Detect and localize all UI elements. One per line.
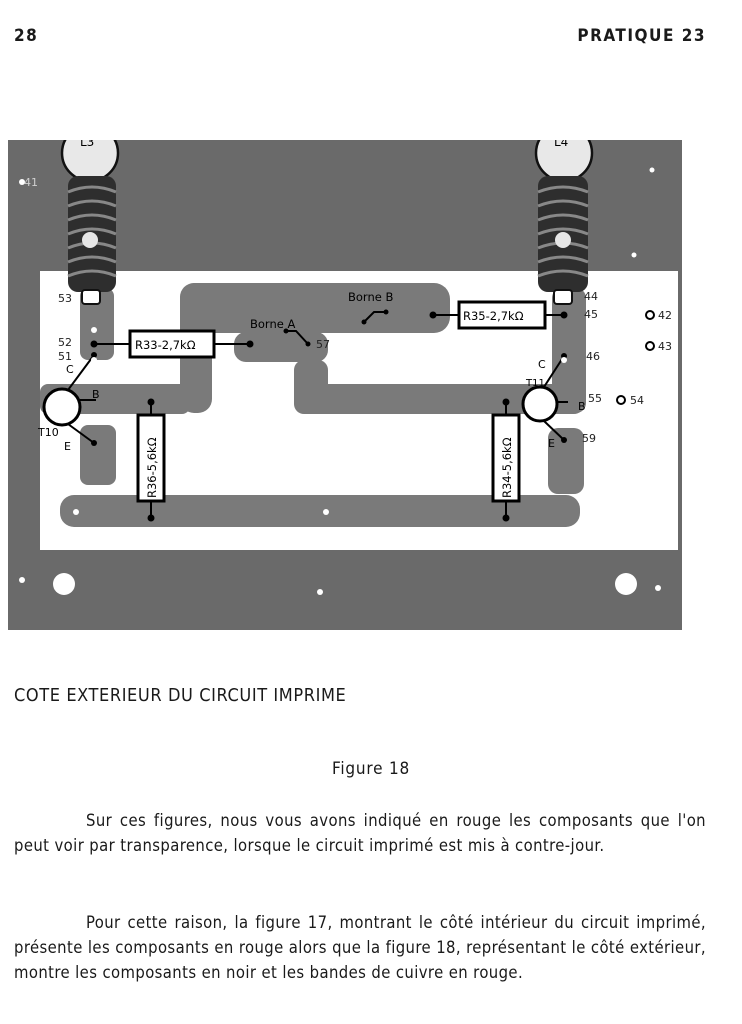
num-45: 45 xyxy=(584,308,598,321)
num-43: 43 xyxy=(658,340,672,353)
borne-a xyxy=(283,328,311,347)
pad-dots xyxy=(19,167,661,595)
lamp-l3 xyxy=(60,140,120,305)
pad-54 xyxy=(616,395,626,405)
num-52: 52 xyxy=(58,336,72,349)
page-title: PRATIQUE 23 xyxy=(577,26,706,46)
lamp-l4 xyxy=(534,140,594,305)
label-c-left: C xyxy=(66,363,74,376)
pad-43 xyxy=(645,341,655,351)
label-r33: R33-2,7kΩ xyxy=(135,338,196,352)
paragraph-2-text: Pour cette raison, la figure 17, montran… xyxy=(14,913,706,982)
label-borne-a: Borne A xyxy=(250,317,295,331)
resistor-r34 xyxy=(491,398,521,522)
label-b-left: B xyxy=(92,388,100,401)
mounting-hole-right xyxy=(615,573,637,595)
num-42: 42 xyxy=(658,309,672,322)
paragraph-1-text: Sur ces figures, nous vous avons indiqué… xyxy=(14,811,706,855)
pad-42 xyxy=(645,310,655,320)
figure-caption: COTE EXTERIEUR DU CIRCUIT IMPRIME xyxy=(14,685,347,706)
copper-tracks xyxy=(40,283,586,527)
label-r36: R36-5,6kΩ xyxy=(145,437,159,498)
resistor-r35 xyxy=(429,300,568,330)
borne-b xyxy=(361,309,389,325)
resistor-r36 xyxy=(136,398,166,522)
num-57: 57 xyxy=(316,338,330,351)
paragraph-2: Pour cette raison, la figure 17, montran… xyxy=(14,910,706,985)
label-borne-b: Borne B xyxy=(348,290,393,304)
num-46: 46 xyxy=(586,350,600,363)
num-55: 55 xyxy=(588,392,602,405)
paragraph-1: Sur ces figures, nous vous avons indiqué… xyxy=(14,808,706,858)
label-t11: T11 xyxy=(525,378,545,389)
label-c-right: C xyxy=(538,358,546,371)
label-b-right: B xyxy=(578,400,586,413)
num-44: 44 xyxy=(584,290,598,303)
label-l3: L3 xyxy=(80,140,94,149)
label-e-left: E xyxy=(64,440,71,453)
circuit-figure: L3 L4 R33-2,7kΩ R35-2,7kΩ R36-5,6kΩ xyxy=(8,140,682,630)
transistor-t10 xyxy=(42,352,97,446)
label-l4: L4 xyxy=(554,140,568,149)
figure-label: Figure 18 xyxy=(331,759,411,779)
num-53: 53 xyxy=(58,292,72,305)
label-r35: R35-2,7kΩ xyxy=(463,309,524,323)
mounting-hole-left xyxy=(53,573,75,595)
num-59: 59 xyxy=(582,432,596,445)
label-t10: T10 xyxy=(37,426,59,439)
page-number: 28 xyxy=(14,26,39,46)
label-r34: R34-5,6kΩ xyxy=(500,437,514,498)
resistor-r33 xyxy=(90,329,254,359)
num-54: 54 xyxy=(630,394,644,407)
num-51: 51 xyxy=(58,350,72,363)
num-41: 41 xyxy=(24,176,38,189)
label-e-right: E xyxy=(548,437,555,450)
